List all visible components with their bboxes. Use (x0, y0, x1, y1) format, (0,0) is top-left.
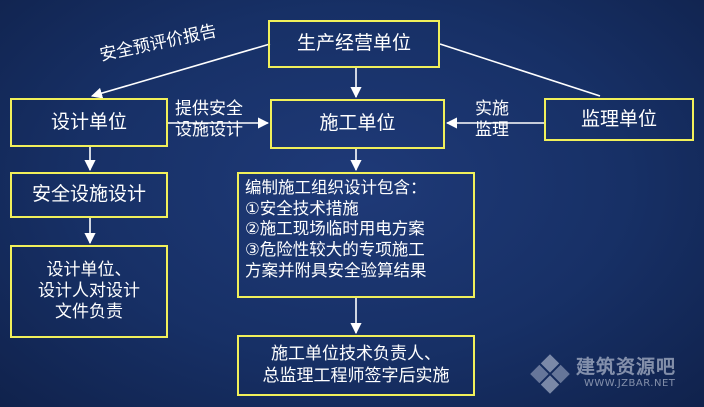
edge-label-line: 实施 (475, 99, 509, 119)
node-line: 设计单位、 (46, 259, 132, 280)
node-label: 生产经营单位 (296, 32, 411, 55)
plan-item: ③危险性较大的专项施工 (245, 239, 425, 259)
node-design-responsibility: 设计单位、 设计人对设计 文件负责 (10, 245, 168, 338)
node-supervision-unit: 监理单位 (544, 98, 694, 141)
watermark: 建筑资源吧 WWW.JZBAR.NET (528, 346, 698, 402)
node-line: 设计人对设计 (38, 280, 140, 301)
edge-label-implement-supervise: 实施 监理 (475, 99, 509, 142)
node-construction-plan: 编制施工组织设计包含： ①安全技术措施 ②施工现场临时用电方案 ③危险性较大的专… (237, 172, 475, 298)
node-safety-facility-design: 安全设施设计 (10, 172, 168, 218)
watermark-url: WWW.JZBAR.NET (584, 378, 676, 389)
node-label: 施工单位 (319, 112, 396, 135)
node-label: 安全设施设计 (31, 183, 146, 206)
watermark-logo-icon (530, 354, 570, 394)
node-line: 文件负责 (55, 302, 123, 323)
plan-item: ②施工现场临时用电方案 (245, 219, 425, 239)
edge-label-line: 监理 (475, 120, 509, 141)
node-line: 总监理工程师签字后实施 (262, 365, 450, 386)
node-label: 设计单位 (50, 110, 127, 133)
node-label: 监理单位 (580, 107, 657, 130)
edge-label-line: 提供安全 (175, 99, 243, 119)
node-production-unit: 生产经营单位 (268, 20, 440, 68)
arrow-production-to-supervision (439, 43, 601, 97)
plan-item: 方案并附具安全验算结果 (245, 260, 427, 280)
plan-heading: 编制施工组织设计包含： (245, 178, 427, 197)
watermark-name: 建筑资源吧 (576, 356, 677, 378)
plan-item: ①安全技术措施 (245, 198, 359, 218)
node-construction-unit: 施工单位 (270, 99, 445, 149)
arrow-production-to-design (90, 43, 271, 99)
node-design-unit: 设计单位 (10, 98, 168, 147)
node-sign-off: 施工单位技术负责人、 总监理工程师签字后实施 (237, 335, 475, 396)
edge-label-provide-design: 提供安全 设施设计 (175, 99, 243, 142)
edge-label-line: 设施设计 (175, 120, 243, 141)
node-line: 施工单位技术负责人、 (271, 344, 441, 365)
